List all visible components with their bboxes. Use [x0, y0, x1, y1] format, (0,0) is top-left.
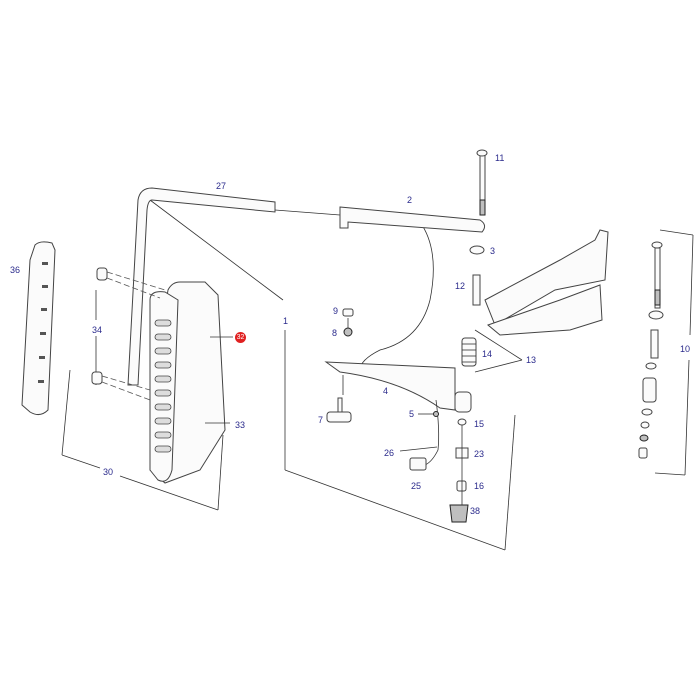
callout-34[interactable]: 34: [92, 325, 103, 335]
part-2-arm: [339, 206, 486, 233]
callout-15[interactable]: 15: [474, 419, 485, 429]
callout-38[interactable]: 38: [470, 506, 481, 516]
part-4-lever: [324, 361, 456, 411]
callout-16[interactable]: 16: [474, 481, 485, 491]
part-36-trim: [21, 241, 56, 416]
callout-3[interactable]: 3: [490, 246, 496, 256]
callout-25[interactable]: 25: [411, 481, 422, 491]
callout-30[interactable]: 30: [103, 467, 114, 477]
callout-26[interactable]: 26: [384, 448, 395, 458]
callout-11[interactable]: 11: [495, 153, 505, 163]
callout-1[interactable]: 1: [283, 316, 289, 326]
callout-13[interactable]: 13: [526, 355, 537, 365]
callout-14[interactable]: 14: [482, 349, 493, 359]
callout-36[interactable]: 36: [10, 265, 21, 275]
callout-32-highlighted[interactable]: 32: [235, 332, 246, 343]
part-bracket-upper: [484, 229, 609, 326]
part-bracket-lower: [487, 284, 603, 336]
callout-33[interactable]: 33: [235, 420, 246, 430]
part-27-bar: [127, 187, 276, 386]
callout-12[interactable]: 12: [455, 281, 466, 291]
callout-5[interactable]: 5: [409, 409, 415, 419]
callout-7[interactable]: 7: [318, 415, 324, 425]
callout-23[interactable]: 23: [474, 449, 485, 459]
callout-2[interactable]: 2: [407, 195, 413, 205]
callout-27[interactable]: 27: [216, 181, 227, 191]
callout-10[interactable]: 10: [680, 344, 691, 354]
leader-line-1: [149, 199, 284, 301]
callout-4[interactable]: 4: [383, 386, 389, 396]
callout-8[interactable]: 8: [332, 328, 338, 338]
callout-9[interactable]: 9: [333, 306, 339, 316]
